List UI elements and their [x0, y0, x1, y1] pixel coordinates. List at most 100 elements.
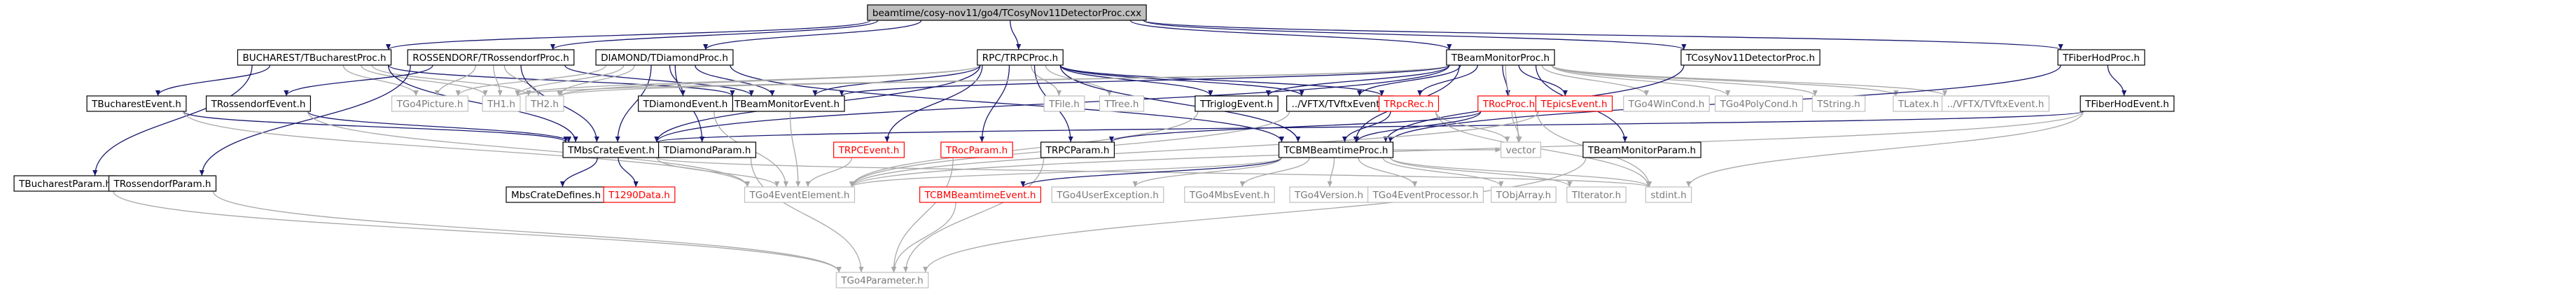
edge-bmp-tev	[1265, 64, 1450, 97]
node-dp[interactable]: DIAMOND/TDiamondProc.h	[595, 49, 734, 66]
node-box	[1099, 95, 1145, 112]
edge-bp-bparam	[92, 64, 253, 176]
node-titer[interactable]: TIterator.h	[1566, 186, 1627, 203]
node-bmev[interactable]: TBeamMonitorEvent.h	[729, 95, 845, 112]
node-g4param[interactable]: TGo4Parameter.h	[835, 272, 929, 288]
node-rp[interactable]: ROSSENDORF/TRossendorfProc.h	[407, 49, 575, 66]
node-mbs[interactable]: TMbsCrateEvent.h	[562, 141, 660, 158]
node-rparam[interactable]: TRossendorfParam.h	[108, 175, 217, 192]
edge-rpcev-g4ev	[805, 157, 852, 188]
node-bp[interactable]: BUCHAREST/TBucharestProc.h	[237, 49, 392, 66]
node-cosy[interactable]: TCosyNov11DetectorProc.h	[1680, 49, 1820, 66]
node-wincond[interactable]: TGo4WinCond.h	[1623, 95, 1710, 112]
node-fhev[interactable]: TFiberHodEvent.h	[2080, 95, 2175, 112]
node-box	[1811, 95, 1866, 112]
node-label: TGo4Version.h	[1294, 190, 1363, 201]
node-tstring[interactable]: TString.h	[1811, 95, 1866, 112]
node-label: TDiamondEvent.h	[643, 99, 728, 110]
edge-root-rp	[550, 20, 879, 50]
node-box	[833, 141, 905, 158]
node-rpcrec[interactable]: TRpcRec.h	[1378, 95, 1440, 112]
edge-dp-bmev	[695, 64, 775, 97]
node-vftx[interactable]: ../VFTX/TVftxEvent.h	[1286, 95, 1394, 112]
node-bmp[interactable]: TBeamMonitorProc.h	[1446, 49, 1555, 66]
node-root[interactable]: beamtime/cosy-nov11/go4/TCosyNov11Detect…	[867, 4, 1147, 21]
node-label: TGo4Parameter.h	[840, 275, 923, 286]
node-tev[interactable]: TTriglogEvent.h	[1195, 95, 1279, 112]
node-rpc[interactable]: RPC/TRPCProc.h	[977, 49, 1064, 66]
node-box	[867, 4, 1147, 21]
node-label: ../VFTX/TVftxEvent.h	[1947, 99, 2045, 110]
node-fhp[interactable]: TFiberHodProc.h	[2057, 49, 2145, 66]
node-rocp[interactable]: TRocProc.h	[1477, 95, 1540, 112]
edge-rpc-ttree	[1045, 64, 1113, 97]
node-dparam[interactable]: TDiamondParam.h	[657, 141, 757, 158]
node-stdint[interactable]: stdint.h	[1645, 186, 1692, 203]
edge-root-bp	[386, 20, 871, 50]
node-polycond[interactable]: TGo4PolyCond.h	[1714, 95, 1804, 112]
node-box	[1714, 95, 1804, 112]
node-rpcparam[interactable]: TRPCParam.h	[1040, 141, 1115, 158]
node-g4ev[interactable]: TGo4EventElement.h	[744, 186, 856, 203]
node-mbsev[interactable]: TGo4MbsEvent.h	[1184, 186, 1275, 203]
node-box	[1278, 141, 1394, 158]
node-cbmev[interactable]: TCBMBeamtimeEvent.h	[919, 186, 1042, 203]
node-label: TGo4Picture.h	[396, 99, 464, 110]
edge-dp-th1	[515, 64, 625, 97]
node-rocparam[interactable]: TRocParam.h	[940, 141, 1013, 158]
node-objarr[interactable]: TObjArray.h	[1491, 186, 1557, 203]
edge-root-bmp	[1129, 20, 1452, 50]
node-box	[595, 49, 734, 66]
edge-cbm-titer	[1389, 157, 1573, 188]
node-label: TCosyNov11DetectorProc.h	[1685, 53, 1815, 64]
edge-bmev-g4ev	[789, 111, 801, 188]
node-vftx2[interactable]: ../VFTX/TVftxEvent.h	[1942, 95, 2049, 112]
node-box	[1645, 186, 1692, 203]
node-box	[603, 186, 676, 203]
node-version[interactable]: TGo4Version.h	[1289, 186, 1369, 203]
edge-cbm-stdint	[1389, 157, 1651, 188]
node-rev[interactable]: TRossendorfEvent.h	[205, 95, 312, 112]
node-box	[1446, 49, 1555, 66]
node-mbsdef[interactable]: MbsCrateDefines.h	[506, 186, 606, 203]
node-bev[interactable]: TBucharestEvent.h	[86, 95, 187, 112]
node-box	[391, 95, 469, 112]
node-tfile[interactable]: TFile.h	[1043, 95, 1085, 112]
node-bparam[interactable]: TBucharestParam.h	[13, 175, 117, 192]
node-t1290[interactable]: T1290Data.h	[603, 186, 676, 203]
node-tlatex[interactable]: TLatex.h	[1893, 95, 1944, 112]
edge-rpcrec-cbm	[1342, 111, 1391, 143]
node-g4pic[interactable]: TGo4Picture.h	[391, 95, 469, 112]
edge-bev-g4ev	[183, 111, 751, 188]
node-label: TGo4MbsEvent.h	[1189, 190, 1269, 201]
node-dev[interactable]: TDiamondEvent.h	[638, 95, 733, 112]
node-bmparam[interactable]: TBeamMonitorParam.h	[1582, 141, 1701, 158]
node-box	[407, 49, 575, 66]
node-th1[interactable]: TH1.h	[482, 95, 521, 112]
node-evproc[interactable]: TGo4EventProcessor.h	[1367, 186, 1484, 203]
edge-fhev-stdint	[1686, 111, 2084, 188]
node-label: TBucharestParam.h	[18, 179, 111, 190]
node-label: TRPCParam.h	[1045, 145, 1110, 156]
node-label: vector	[1506, 145, 1536, 156]
node-label: TFile.h	[1048, 99, 1080, 110]
node-label: TRossendorfEvent.h	[211, 99, 306, 110]
edge-rpc-bmev	[812, 64, 981, 97]
node-epics[interactable]: TEpicsEvent.h	[1535, 95, 1613, 112]
node-userexc[interactable]: TGo4UserException.h	[1051, 186, 1164, 203]
node-label: TCBMBeamtimeProc.h	[1283, 145, 1388, 156]
edge-dp-dev	[669, 64, 686, 97]
edge-rocp-rpcparam	[1108, 111, 1482, 143]
node-th2[interactable]: TH2.h	[525, 95, 564, 112]
node-cbm[interactable]: TCBMBeamtimeProc.h	[1278, 141, 1394, 158]
node-label: TFiberHodEvent.h	[2084, 99, 2169, 110]
node-label: TBeamMonitorParam.h	[1587, 145, 1696, 156]
node-ttree[interactable]: TTree.h	[1099, 95, 1145, 112]
node-box	[977, 49, 1064, 66]
node-box	[1195, 95, 1279, 112]
node-vector[interactable]: vector	[1500, 141, 1542, 158]
edge-rpc-vftx	[1059, 64, 1304, 97]
node-rpcev[interactable]: TRPCEvent.h	[833, 141, 905, 158]
node-box	[482, 95, 521, 112]
node-box	[744, 186, 856, 203]
